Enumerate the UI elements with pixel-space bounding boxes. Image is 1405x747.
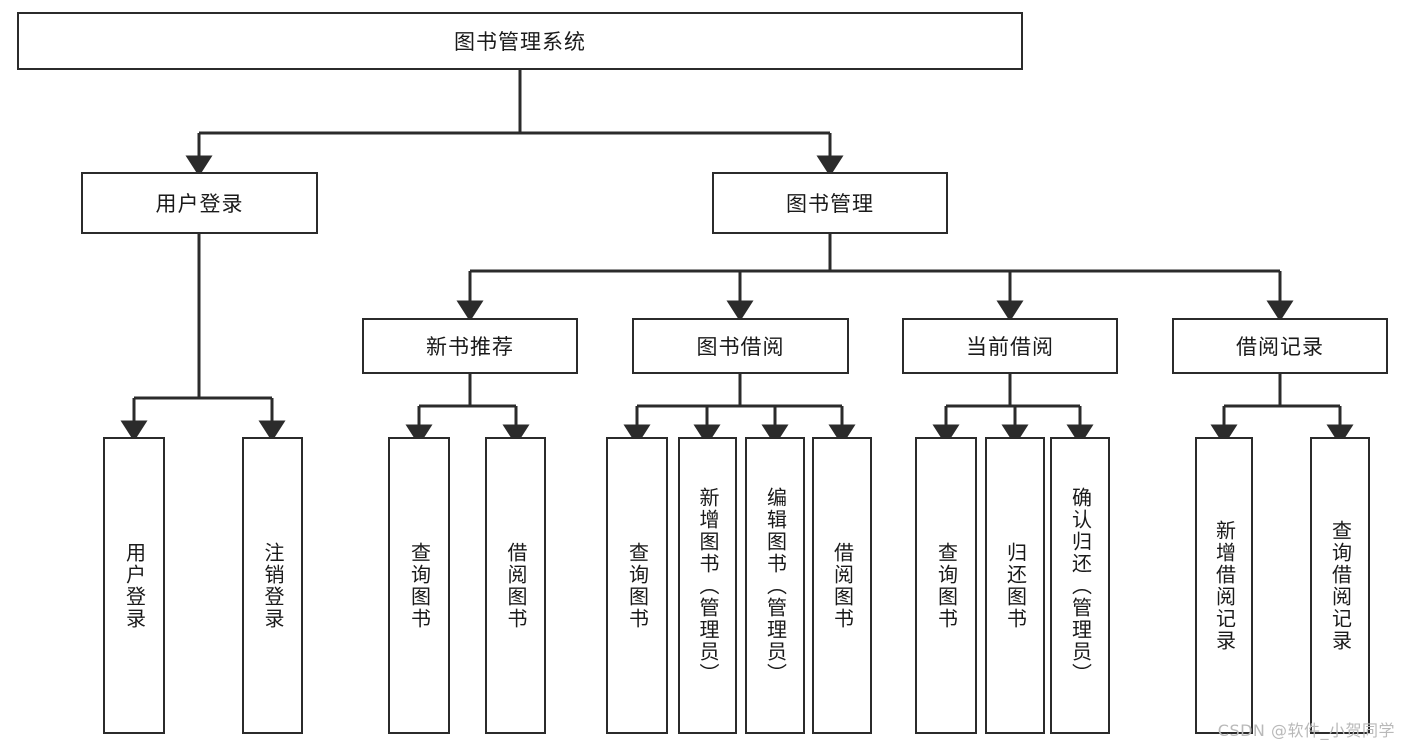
node-label: 图书管理 xyxy=(786,192,874,216)
node-book-borrow[interactable]: 图书借阅 xyxy=(632,318,849,374)
leaf-borrow-book[interactable]: 借阅图书 xyxy=(812,437,872,734)
leaf-logout[interactable]: 注销登录 xyxy=(242,437,303,734)
leaf-edit-book-admin[interactable]: 编辑图书（管理员） xyxy=(745,437,805,734)
node-root[interactable]: 图书管理系统 xyxy=(17,12,1023,70)
node-label: 图书借阅 xyxy=(696,335,785,359)
node-label: 查询图书 xyxy=(934,541,959,630)
leaf-add-book-admin[interactable]: 新增图书（管理员） xyxy=(678,437,737,734)
node-label: 查询借阅记录 xyxy=(1328,519,1353,652)
node-label: 用户登录 xyxy=(155,192,244,216)
node-label: 当前借阅 xyxy=(966,335,1054,359)
node-label: 归还图书 xyxy=(1003,541,1028,630)
node-label: 图书管理系统 xyxy=(454,30,586,54)
node-label: 编辑图书（管理员） xyxy=(763,486,788,685)
node-label: 新增借阅记录 xyxy=(1212,519,1237,652)
leaf-user-login[interactable]: 用户登录 xyxy=(103,437,165,734)
node-label: 查询图书 xyxy=(625,541,650,630)
leaf-query-book-current[interactable]: 查询图书 xyxy=(915,437,977,734)
node-label: 注销登录 xyxy=(261,541,285,630)
node-user-login[interactable]: 用户登录 xyxy=(81,172,318,234)
node-label: 查询图书 xyxy=(407,541,432,630)
node-label: 借阅图书 xyxy=(504,541,528,630)
node-book-management[interactable]: 图书管理 xyxy=(712,172,948,234)
node-label: 新书推荐 xyxy=(426,335,514,359)
node-new-book-recommend[interactable]: 新书推荐 xyxy=(362,318,578,374)
leaf-borrow-book-recommend[interactable]: 借阅图书 xyxy=(485,437,546,734)
node-label: 借阅记录 xyxy=(1236,335,1324,359)
node-label: 借阅图书 xyxy=(830,541,855,630)
node-label: 新增图书（管理员） xyxy=(696,486,720,685)
node-current-borrow[interactable]: 当前借阅 xyxy=(902,318,1118,374)
leaf-return-book[interactable]: 归还图书 xyxy=(985,437,1045,734)
node-label: 确认归还（管理员） xyxy=(1068,486,1093,685)
node-label: 用户登录 xyxy=(122,541,147,630)
watermark: CSDN @软件_小贺同学 xyxy=(1217,721,1395,740)
leaf-query-book-recommend[interactable]: 查询图书 xyxy=(388,437,450,734)
leaf-query-borrow-record[interactable]: 查询借阅记录 xyxy=(1310,437,1370,734)
leaf-query-book-borrow[interactable]: 查询图书 xyxy=(606,437,668,734)
node-borrow-record[interactable]: 借阅记录 xyxy=(1172,318,1388,374)
leaf-confirm-return-admin[interactable]: 确认归还（管理员） xyxy=(1050,437,1110,734)
leaf-add-borrow-record[interactable]: 新增借阅记录 xyxy=(1195,437,1253,734)
